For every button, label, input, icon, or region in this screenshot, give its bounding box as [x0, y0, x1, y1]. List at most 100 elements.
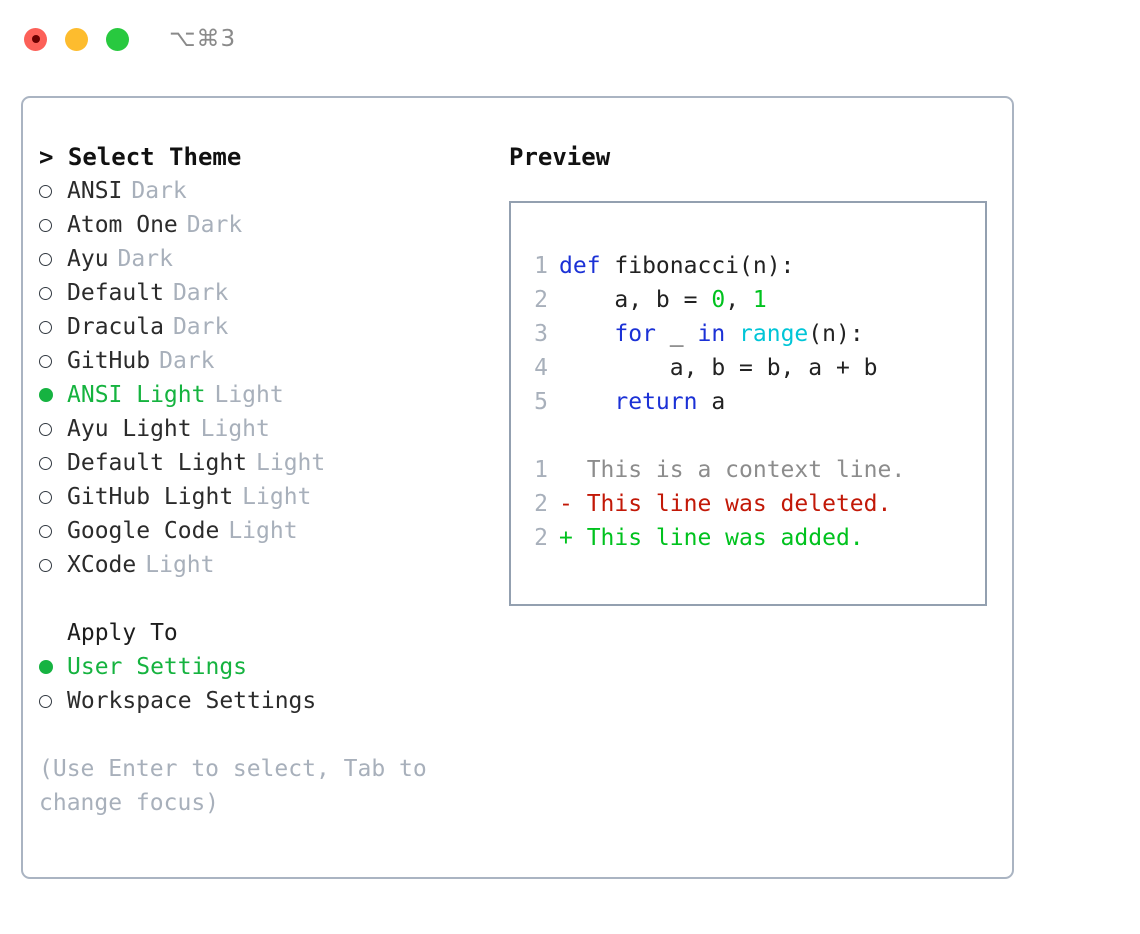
theme-list-item[interactable]: XCode Light — [39, 548, 488, 582]
line-number: 2 — [534, 287, 548, 313]
window-controls — [24, 27, 129, 51]
code-token: a — [697, 389, 726, 415]
code-line: 4 a, b = b, a + b — [525, 351, 985, 385]
theme-list-item[interactable]: ANSI Light Light — [39, 378, 488, 412]
radio-unselected-icon[interactable] — [39, 276, 67, 310]
radio-dot — [39, 422, 52, 436]
radio-unselected-icon[interactable] — [39, 480, 67, 514]
preview-gap — [525, 419, 985, 453]
diff-line: 2 + This line was added. — [525, 521, 985, 555]
theme-list-item[interactable]: Dracula Dark — [39, 310, 488, 344]
diff-text-add: + This line was added. — [559, 525, 864, 551]
radio-unselected-icon[interactable] — [39, 344, 67, 378]
radio-unselected-icon[interactable] — [39, 446, 67, 480]
code-token: range — [739, 321, 809, 347]
theme-variant-badge: Dark — [159, 348, 215, 374]
line-number: 2 — [534, 525, 548, 551]
window-titlebar: ⌥⌘3 — [0, 0, 1140, 78]
code-text: a, b = b, a + b — [559, 351, 878, 385]
theme-name: ANSI Light — [67, 382, 206, 408]
radio-dot — [39, 388, 53, 402]
close-button[interactable] — [24, 27, 47, 51]
radio-dot — [39, 694, 52, 708]
theme-variant-badge: Light — [200, 416, 270, 442]
select-theme-heading: > Select Theme — [39, 143, 242, 171]
radio-selected-icon[interactable] — [39, 650, 67, 684]
theme-name: Ayu Light — [67, 416, 192, 442]
theme-name: Dracula — [67, 314, 164, 340]
radio-dot — [39, 524, 52, 538]
theme-list-item[interactable]: Ayu Light Light — [39, 412, 488, 446]
diff-preview: 1 This is a context line.2- This line wa… — [525, 453, 985, 555]
code-token: in — [697, 321, 726, 347]
theme-name: Default Light — [67, 450, 248, 476]
line-number: 3 — [534, 321, 548, 347]
theme-name: Ayu — [67, 246, 109, 272]
code-token — [559, 389, 614, 415]
theme-name: XCode — [67, 552, 137, 578]
line-number: 1 — [534, 253, 548, 279]
theme-variant-badge: Dark — [172, 314, 229, 340]
radio-dot — [39, 286, 52, 300]
theme-list-item[interactable]: GitHub Dark — [39, 344, 488, 378]
theme-variant-badge: Light — [145, 552, 215, 578]
theme-name: Default — [67, 280, 164, 306]
apply-to-option[interactable]: User Settings — [39, 650, 488, 684]
radio-dot — [39, 218, 52, 232]
radio-dot — [39, 252, 52, 266]
code-line: 3 for _ in range(n): — [525, 317, 985, 351]
theme-variant-badge: Light — [214, 382, 284, 408]
radio-unselected-icon[interactable] — [39, 514, 67, 548]
radio-dot — [39, 558, 52, 572]
minimize-button[interactable] — [65, 27, 88, 51]
radio-dot — [39, 320, 52, 334]
radio-unselected-icon[interactable] — [39, 208, 67, 242]
code-line: 1 def fibonacci(n): — [525, 249, 985, 283]
theme-list-item[interactable]: Atom One Dark — [39, 208, 488, 242]
theme-name: GitHub — [67, 348, 151, 374]
theme-name: GitHub Light — [67, 484, 234, 510]
code-line: 5 return a — [525, 385, 985, 419]
line-number: 1 — [534, 457, 548, 483]
code-token: , — [725, 287, 753, 313]
theme-name: ANSI — [67, 178, 123, 204]
radio-unselected-icon[interactable] — [39, 310, 67, 344]
preview-heading: Preview — [509, 143, 611, 171]
theme-name: Atom One — [67, 212, 178, 238]
maximize-button[interactable] — [106, 27, 129, 51]
line-number: 2 — [534, 491, 548, 517]
apply-to-option[interactable]: Workspace Settings — [39, 684, 488, 718]
radio-unselected-icon[interactable] — [39, 412, 67, 446]
code-token: return — [614, 389, 698, 415]
radio-dot — [39, 456, 52, 470]
radio-unselected-icon[interactable] — [39, 684, 67, 718]
code-token: fibonacci(n): — [600, 253, 795, 279]
code-token: a, b = b, a + b — [559, 355, 878, 381]
keyboard-hint: (Use Enter to select, Tab to change focu… — [39, 756, 427, 816]
radio-unselected-icon[interactable] — [39, 548, 67, 582]
code-text: def fibonacci(n): — [559, 249, 794, 283]
code-token: 0 — [711, 287, 726, 313]
radio-unselected-icon[interactable] — [39, 242, 67, 276]
theme-variant-badge: Dark — [186, 212, 243, 238]
radio-dot — [39, 354, 52, 368]
code-token: 1 — [752, 287, 767, 313]
list-spacer — [39, 582, 488, 616]
theme-name: Google Code — [67, 518, 220, 544]
radio-unselected-icon[interactable] — [39, 174, 67, 208]
code-text: a, b = 0, 1 — [559, 283, 767, 317]
code-token: a, b = — [559, 287, 712, 313]
radio-selected-icon[interactable] — [39, 378, 67, 412]
code-text: return a — [559, 385, 725, 419]
